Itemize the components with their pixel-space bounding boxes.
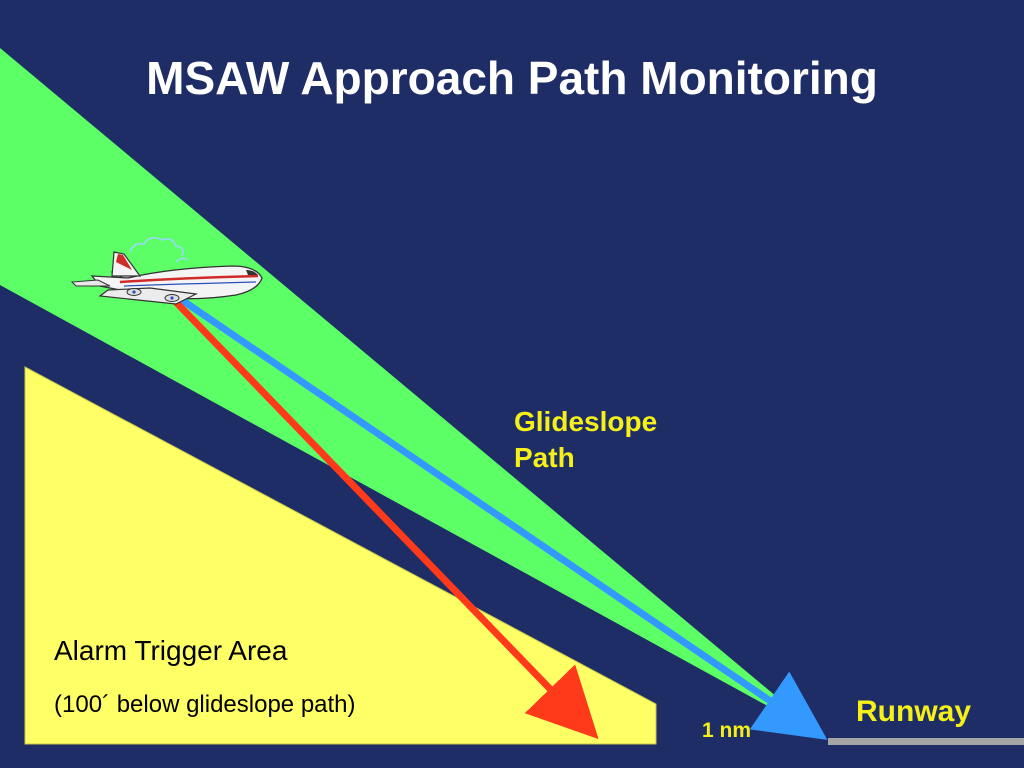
alarm-area-note: (100´ below glideslope path) — [54, 691, 356, 718]
descent-arrow — [169, 295, 599, 740]
slide-title: MSAW Approach Path Monitoring — [146, 52, 878, 104]
runway-label: Runway — [856, 695, 972, 728]
cloud-icon — [129, 237, 189, 263]
airplane-icon — [70, 251, 263, 305]
alarm-trigger-area — [24, 366, 657, 745]
glideslope-label-line-2: Path — [514, 442, 575, 473]
glideslope-path-label: Glideslope Path — [514, 404, 657, 476]
runway — [828, 738, 1024, 745]
glideslope-arrow — [174, 293, 828, 740]
distance-label: 1 nm — [702, 719, 752, 742]
glideslope-label-line-1: Glideslope — [514, 406, 658, 437]
alarm-area-title: Alarm Trigger Area — [54, 635, 288, 666]
approach-cone — [0, 48, 826, 738]
